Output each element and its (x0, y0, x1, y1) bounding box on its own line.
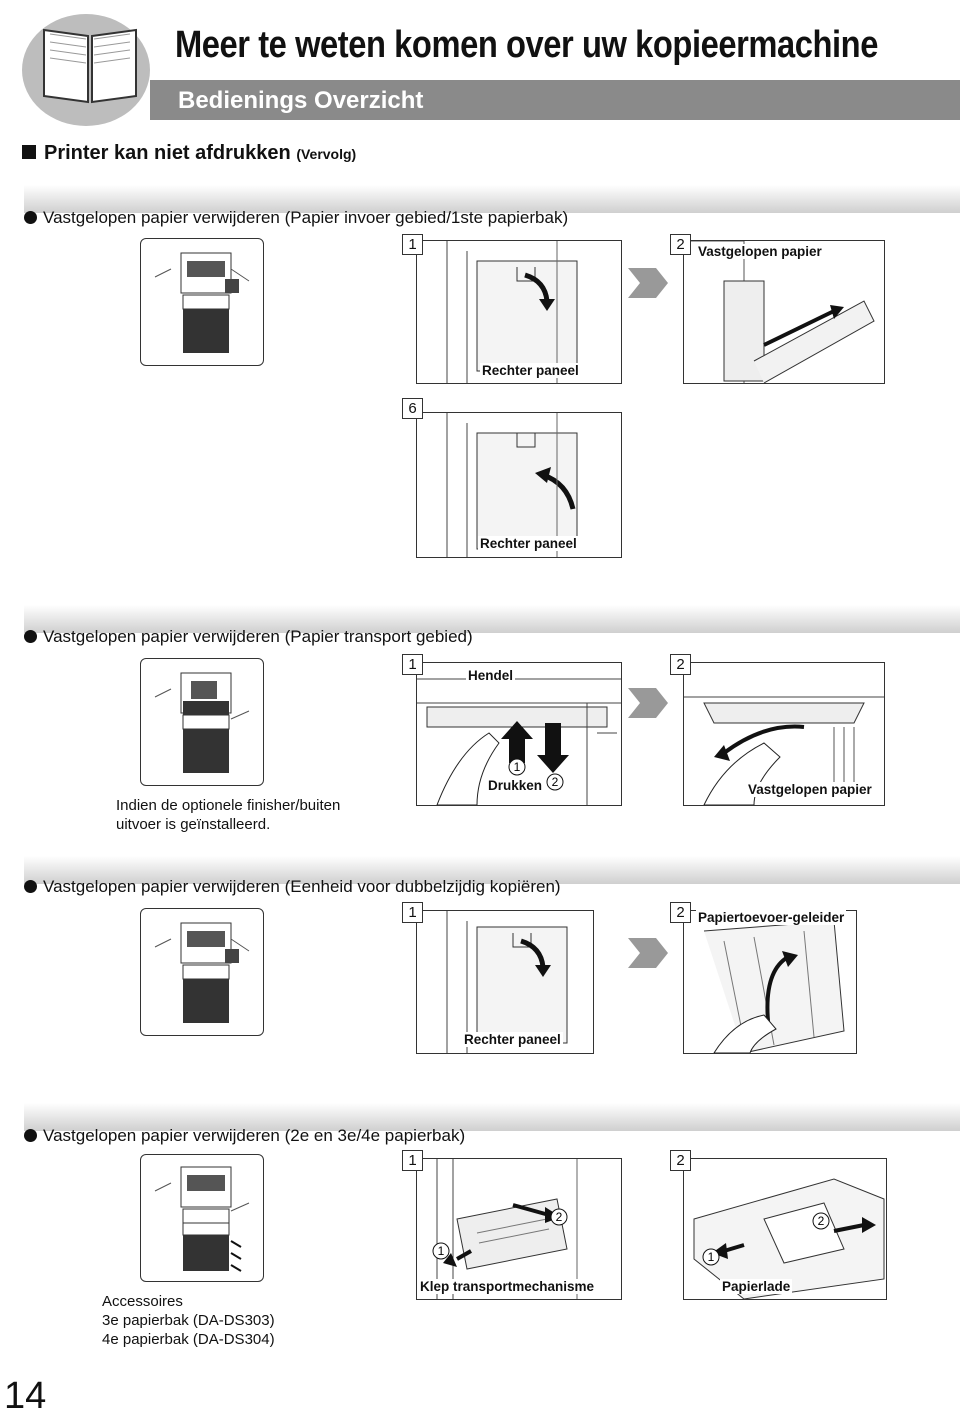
copier-icon (154, 1166, 250, 1272)
accessories-title: Accessoires (102, 1293, 183, 1310)
chevron-right-icon (628, 268, 668, 298)
next-step-arrow (628, 938, 668, 968)
copier-overview-diagram (140, 908, 264, 1036)
circled-one-icon: 1 (508, 758, 526, 776)
lever-illustration (417, 678, 621, 805)
bullet-icon (24, 211, 37, 224)
label-press: Drukken (486, 778, 545, 793)
circled-two-icon: 2 (546, 773, 564, 791)
accessories-note: Accessoires 3e papierbak (DA-DS303) 4e p… (102, 1292, 275, 1349)
svg-text:2: 2 (556, 1210, 563, 1224)
label-transport-cover: Klep transportmechanisme (418, 1279, 597, 1294)
block-heading: Vastgelopen papier verwijderen (2e en 3e… (24, 1126, 465, 1146)
chevron-right-icon (628, 688, 668, 718)
step-illustration (416, 240, 622, 384)
accessory-item: 4e papierbak (DA-DS304) (102, 1331, 275, 1348)
copier-icon (154, 922, 250, 1023)
step-illustration (416, 1158, 622, 1300)
step-illustration (683, 1158, 887, 1300)
bullet-icon (24, 880, 37, 893)
svg-text:2: 2 (818, 1214, 825, 1228)
right-panel-illustration (417, 241, 621, 383)
next-step-arrow (628, 688, 668, 718)
copier-overview-diagram (140, 658, 264, 786)
circled-one-icon: 1 (702, 1248, 720, 1266)
step-number: 6 (402, 398, 423, 419)
svg-text:1: 1 (438, 1244, 445, 1258)
label-right-panel: Rechter paneel (478, 536, 579, 551)
copier-overview-diagram (140, 238, 264, 366)
step-number: 2 (670, 1150, 691, 1171)
page-title: Meer te weten komen over uw kopieermachi… (175, 24, 878, 66)
bullet-icon (24, 630, 37, 643)
section-title: Printer kan niet afdrukken (Vervolg) (22, 142, 356, 165)
paper-tray-illustration (693, 1178, 885, 1299)
svg-text:1: 1 (514, 760, 521, 774)
label-paper-tray: Papierlade (720, 1279, 793, 1294)
page-subtitle: Bedienings Overzicht (178, 87, 424, 114)
label-lever: Hendel (466, 668, 516, 683)
step-illustration (683, 910, 857, 1054)
next-step-arrow (628, 268, 668, 298)
transport-jam-illustration (684, 696, 884, 805)
jammed-paper-illustration (684, 241, 875, 383)
finisher-note: Indien de optionele finisher/buiten uitv… (116, 797, 341, 833)
step-number: 1 (402, 1150, 423, 1171)
section-band (24, 605, 960, 633)
section-band (24, 1103, 960, 1131)
section-title-suffix: (Vervolg) (296, 146, 357, 162)
label-jammed-paper: Vastgelopen papier (696, 244, 824, 259)
step-illustration (416, 910, 594, 1054)
step-number: 1 (402, 902, 423, 923)
copier-icon (154, 252, 250, 353)
block-heading: Vastgelopen papier verwijderen (Papier i… (24, 208, 568, 228)
step-illustration (683, 240, 885, 384)
transport-cover-illustration (436, 1159, 578, 1299)
svg-text:2: 2 (552, 775, 559, 789)
book-icon (43, 28, 137, 104)
accessory-item: 3e papierbak (DA-DS303) (102, 1312, 275, 1329)
close-panel-illustration (446, 413, 578, 557)
svg-text:1: 1 (708, 1250, 715, 1264)
circled-one-icon: 1 (432, 1242, 450, 1260)
copier-icon (154, 672, 250, 773)
label-paper-guide: Papiertoevoer-geleider (696, 910, 847, 925)
label-jammed-paper: Vastgelopen papier (746, 782, 874, 797)
circled-two-icon: 2 (550, 1208, 568, 1226)
copier-overview-diagram (140, 1154, 264, 1282)
step-number: 2 (670, 654, 691, 675)
section-band (24, 185, 960, 213)
circled-two-icon: 2 (812, 1212, 830, 1230)
label-right-panel: Rechter paneel (462, 1032, 563, 1047)
bullet-icon (24, 1129, 37, 1142)
step-illustration (416, 412, 622, 558)
section-band (24, 856, 960, 884)
block-heading: Vastgelopen papier verwijderen (Eenheid … (24, 877, 561, 897)
page-number: 14 (4, 1375, 47, 1417)
header-bar (150, 80, 960, 120)
label-right-panel: Rechter paneel (480, 363, 581, 378)
square-bullet-icon (22, 145, 36, 159)
paper-guide-illustration (703, 920, 845, 1053)
right-panel-illustration (446, 911, 568, 1053)
step-number: 1 (402, 654, 423, 675)
chevron-right-icon (628, 938, 668, 968)
block-heading: Vastgelopen papier verwijderen (Papier t… (24, 627, 473, 647)
step-number: 2 (670, 902, 691, 923)
step-number: 2 (670, 234, 691, 255)
step-number: 1 (402, 234, 423, 255)
